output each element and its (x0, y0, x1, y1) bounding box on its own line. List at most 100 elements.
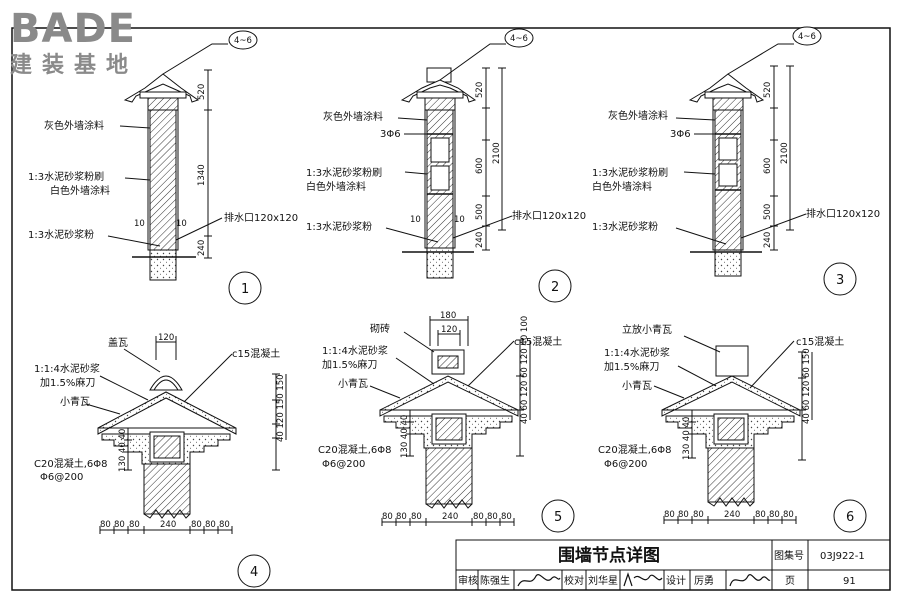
atlas-label: 图集号 (774, 549, 804, 562)
d6-bd-4: 240 (724, 510, 740, 520)
d1-dim-top: 520 (197, 84, 207, 100)
d1-dim-bot: 240 (197, 240, 207, 256)
signature-check (623, 572, 663, 587)
d3-plaster-paint-1: 1:3水泥砂浆粉刷 (592, 166, 668, 179)
d2-drain: 排水口120x120 (512, 209, 586, 222)
d5-bd-1: 80 (382, 512, 393, 522)
d4-bd-3: 80 (129, 520, 140, 530)
d1-plaster-paint-1: 1:3水泥砂浆粉刷 (28, 170, 104, 183)
logo-subtitle: 建装基地 (10, 53, 138, 78)
d5-bd-6: 80 (487, 512, 498, 522)
page-label: 页 (785, 575, 795, 587)
logo-watermark: BADE 建装基地 (10, 6, 138, 78)
d3-rebar: 3Φ6 (670, 129, 691, 140)
d4-right-dims: 40 120 150 150 (276, 374, 286, 442)
d4-mortar-2: 加1.5%麻刀 (40, 376, 95, 389)
d6-mortar-2: 加1.5%麻刀 (604, 360, 659, 373)
callout-bubble-3 (792, 26, 822, 46)
review-label: 审核 (458, 574, 478, 587)
d6-small-tile: 小青瓦 (622, 379, 652, 392)
signature-design (729, 574, 771, 587)
d6-upright-tile: 立放小青瓦 (622, 323, 672, 336)
column-1 (149, 109, 177, 251)
detail-2 (385, 43, 572, 303)
detail-number-3: 3 (836, 273, 844, 288)
column-4 (143, 463, 191, 515)
d5-c20-2: Φ6@200 (322, 459, 365, 470)
detail-3 (675, 43, 857, 296)
d4-bd-1: 80 (100, 520, 111, 530)
d5-bd-3: 80 (411, 512, 422, 522)
d4-mortar-1: 1:1:4水泥砂浆 (34, 362, 100, 375)
d4-bd-7: 80 (219, 520, 230, 530)
detail-5 (369, 316, 575, 533)
d4-bd-2: 80 (114, 520, 125, 530)
sheet-title: 围墙节点详图 (558, 545, 660, 566)
d4-c20-1: C20混凝土,6Φ8 (34, 457, 107, 470)
d1-offset-r: 10 (176, 219, 187, 229)
detail-6 (653, 335, 867, 533)
d2-plaster-paint-2: 白色外墙涂料 (306, 180, 366, 193)
d6-bd-5: 80 (755, 510, 766, 520)
detail-4 (85, 336, 287, 588)
d3-dim-1: 520 (763, 82, 773, 98)
d6-c20-1: C20混凝土,6Φ8 (598, 443, 671, 456)
d2-dim-3: 500 (475, 204, 485, 220)
frame-border (11, 27, 891, 591)
d3-dim-2: 600 (763, 158, 773, 174)
d2-rebar: 3Φ6 (380, 129, 401, 140)
d5-c20-1: C20混凝土,6Φ8 (318, 443, 391, 456)
d2-plaster: 1:3水泥砂浆粉 (306, 220, 372, 233)
detail-number-circle-1 (228, 271, 262, 305)
detail-number-6: 6 (846, 510, 854, 525)
callout-bubble-1 (228, 30, 258, 50)
column-5 (425, 447, 473, 505)
d1-paint: 灰色外墙涂料 (44, 119, 104, 132)
d6-mortar-1: 1:1:4水泥砂浆 (604, 346, 670, 359)
d5-bd-2: 80 (396, 512, 407, 522)
d3-plaster: 1:3水泥砂浆粉 (592, 220, 658, 233)
d3-dim-total: 2100 (780, 142, 790, 164)
roof-4 (97, 391, 237, 435)
callout-text-3: 4~6 (798, 32, 816, 42)
d2-dim-1: 520 (475, 82, 485, 98)
column-6 (707, 447, 755, 503)
atlas-number: 03J922-1 (820, 551, 865, 562)
detail-number-2: 2 (551, 280, 559, 295)
d4-left-dims: 130 40 40 (118, 429, 128, 472)
title-block (455, 539, 891, 591)
d4-bd-6: 80 (205, 520, 216, 530)
detail-1 (107, 43, 262, 305)
detail-number-4: 4 (250, 565, 258, 580)
d5-small-tile: 小青瓦 (338, 377, 368, 390)
upright-tile-6 (715, 345, 749, 377)
d3-paint: 灰色外墙涂料 (608, 109, 668, 122)
d4-small-tile: 小青瓦 (60, 395, 90, 408)
callout-bubble-2 (504, 28, 534, 48)
d6-bd-2: 80 (678, 510, 689, 520)
d4-c20-2: Φ6@200 (40, 472, 83, 483)
d4-top-dim: 120 (158, 333, 174, 343)
d5-bd-5: 80 (473, 512, 484, 522)
design-label: 设计 (666, 574, 686, 587)
callout-text-1: 4~6 (234, 36, 252, 46)
d4-tile-cap: 盖瓦 (108, 336, 128, 349)
detail-number-1: 1 (241, 282, 249, 297)
d3-dim-3: 500 (763, 204, 773, 220)
d6-concrete: c15混凝土 (796, 335, 844, 348)
check-label: 校对 (564, 574, 584, 587)
d6-right-dims: 40 60 120 60 150 (802, 348, 812, 424)
d4-bd-5: 80 (191, 520, 202, 530)
d3-dim-4: 240 (763, 232, 773, 248)
d5-top-dim-outer: 180 (440, 311, 456, 321)
callout-text-2: 4~6 (510, 34, 528, 44)
d6-left-dims: 130 40 40 (682, 417, 692, 460)
detail-number-circle-3 (823, 262, 857, 296)
d5-concrete: c15混凝土 (514, 335, 562, 348)
d6-bd-1: 80 (664, 510, 675, 520)
review-name: 陈强生 (480, 574, 510, 587)
d3-plaster-paint-2: 白色外墙涂料 (592, 180, 652, 193)
d2-offset-l: 10 (410, 215, 421, 225)
d6-bd-6: 80 (769, 510, 780, 520)
